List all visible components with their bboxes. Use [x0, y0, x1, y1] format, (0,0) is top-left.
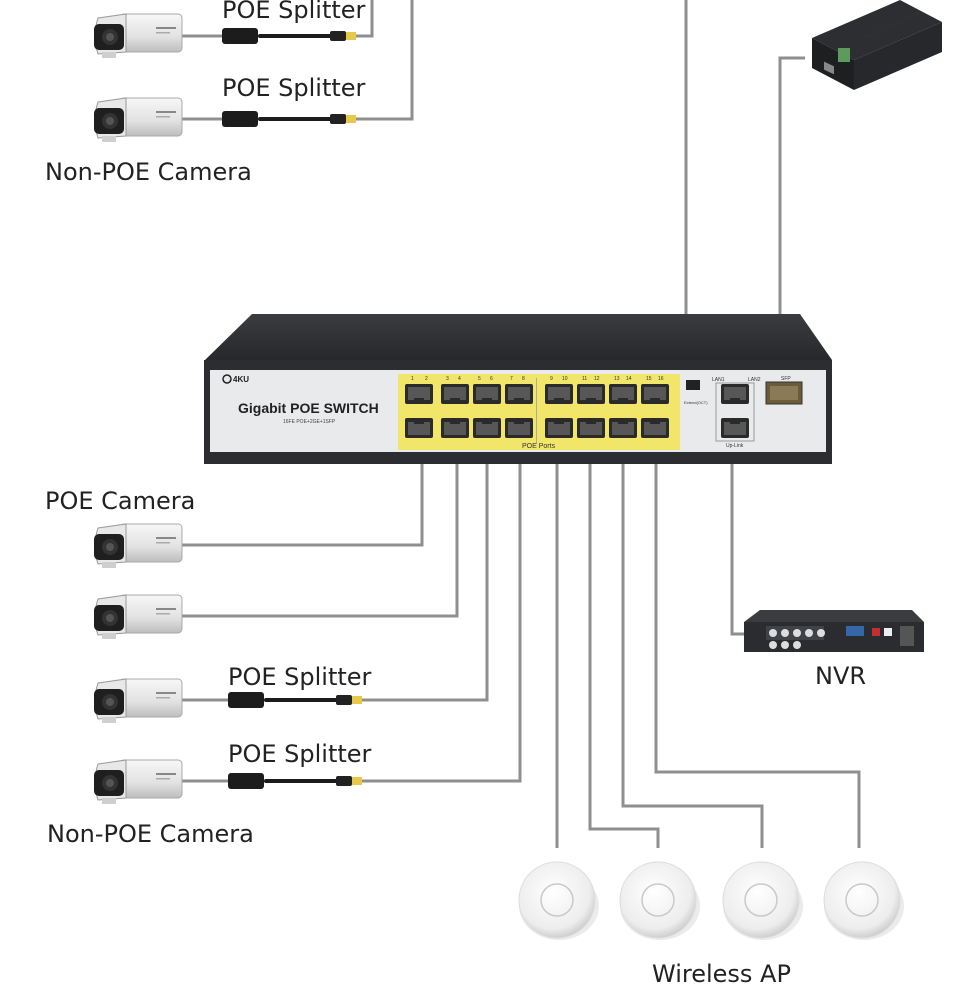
- lan-port-2: [721, 418, 749, 438]
- wireless-ap-3: [722, 861, 804, 941]
- port-num-8: 8: [522, 376, 525, 382]
- wire-poe-camera-2: [182, 430, 459, 618]
- top-camera-2: [93, 97, 183, 143]
- connection-wires: [182, 0, 861, 848]
- port-num-13: 13: [614, 376, 620, 382]
- non-poe-camera-3: [93, 678, 183, 724]
- label-wireless-ap: Wireless AP: [652, 960, 791, 988]
- port-num-7: 7: [510, 376, 513, 382]
- wire-top-splitter-1: [350, 0, 374, 38]
- port-num-11: 11: [582, 376, 587, 382]
- extend-label: Extend(OCT): [684, 400, 708, 405]
- top-splitter-2: [222, 111, 356, 127]
- port-num-1: 1: [411, 376, 414, 382]
- port-num-6: 6: [490, 376, 493, 382]
- top-camera-1: [93, 13, 183, 59]
- bottom-splitter-2: [228, 773, 362, 789]
- sfp-label: SFP: [781, 376, 791, 382]
- switch-title: Gigabit POE SWITCH: [238, 400, 379, 416]
- port-number-labels: 1 2 3 4 5 6 7 8 9 10 11 12 13 14 15 16: [411, 376, 664, 382]
- switch-subtitle: 16FE POE+2GE+1SFP: [283, 419, 336, 425]
- poe-camera-1: [93, 523, 183, 569]
- non-poe-camera-4: [93, 759, 183, 805]
- wire-nvr: [730, 430, 746, 636]
- port-num-10: 10: [562, 376, 568, 382]
- label-non-poe-camera-bottom: Non-POE Camera: [47, 820, 254, 848]
- wireless-ap-2: [619, 861, 701, 941]
- poe-camera-2: [93, 594, 183, 640]
- wire-ap-3: [621, 430, 764, 848]
- wireless-ap-4: [823, 861, 905, 941]
- port-num-12: 12: [594, 376, 600, 382]
- wire-poe-camera-1: [182, 430, 424, 547]
- port-num-9: 9: [550, 376, 553, 382]
- port-num-5: 5: [478, 376, 481, 382]
- label-poe-camera: POE Camera: [45, 487, 195, 515]
- label-poe-splitter-3: POE Splitter: [228, 663, 372, 691]
- label-poe-splitter-1: POE Splitter: [222, 0, 366, 24]
- label-non-poe-camera-top: Non-POE Camera: [45, 158, 252, 186]
- poe-ports-label: POE Ports: [522, 443, 556, 450]
- wire-top-splitter-2: [350, 0, 414, 121]
- wire-media-converter: [778, 56, 805, 378]
- port-num-15: 15: [646, 376, 652, 382]
- port-num-3: 3: [446, 376, 449, 382]
- lan-port-1: [721, 384, 749, 404]
- wire-ap-4: [654, 430, 861, 848]
- poe-ports-zone: [398, 374, 680, 450]
- lan1-label: LAN1: [712, 377, 725, 383]
- top-splitter-1: [222, 28, 356, 44]
- wire-poe-splitter-3: [356, 430, 489, 702]
- media-converter: MEDIA CONVERTER: [812, 0, 942, 90]
- port-num-14: 14: [626, 376, 632, 382]
- wireless-ap-1: [518, 861, 600, 941]
- bottom-splitter-1: [228, 692, 362, 708]
- label-poe-splitter-4: POE Splitter: [228, 740, 372, 768]
- lan2-label: LAN2: [748, 377, 761, 383]
- label-nvr: NVR: [815, 662, 866, 690]
- label-poe-splitter-2: POE Splitter: [222, 74, 366, 102]
- port-num-4: 4: [458, 376, 461, 382]
- nvr-device: [744, 610, 924, 652]
- poe-switch: 4KU Gigabit POE SWITCH 16FE POE+2GE+1SFP…: [204, 314, 832, 464]
- port-num-16: 16: [658, 376, 664, 382]
- wire-ap-2: [588, 430, 660, 848]
- switch-brand: 4KU: [233, 375, 249, 384]
- port-num-2: 2: [425, 376, 428, 382]
- wire-poe-splitter-4: [356, 430, 522, 783]
- uplink-label: Up-Link: [726, 443, 744, 449]
